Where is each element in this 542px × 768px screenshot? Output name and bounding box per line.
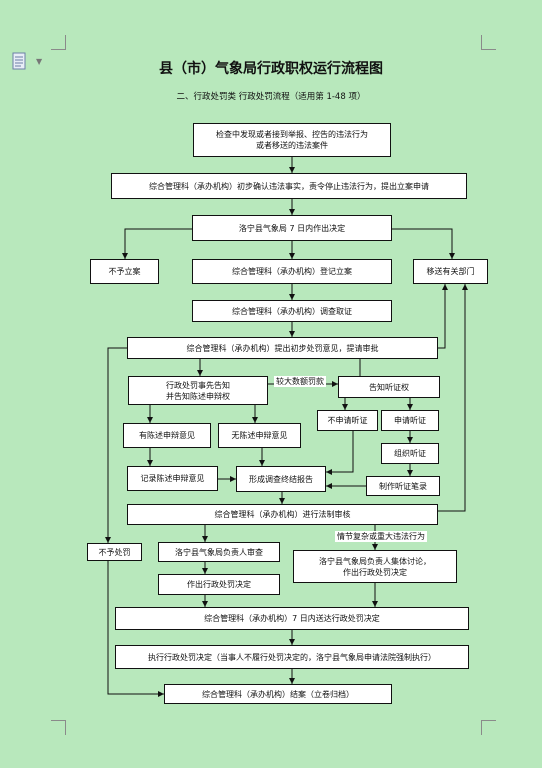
page-title: 县（市）气象局行政职权运行流程图 <box>159 61 383 77</box>
node-no-penalty: 不予处罚 <box>87 543 142 561</box>
node-legal-review: 综合管理科（承办机构）进行法制审核 <box>127 504 438 525</box>
edge-decide7-nofile <box>122 228 192 259</box>
node-no-hearing: 不申请听证 <box>317 410 378 431</box>
node-decide7: 洛宁县气象局 7 日内作出决定 <box>192 215 392 241</box>
node-register: 综合管理科（承办机构）登记立案 <box>192 259 392 284</box>
node-has-defense: 有陈述申辩意见 <box>123 423 211 448</box>
page-corner-mark-bottom-left <box>51 720 66 735</box>
page-subtitle: 二、行政处罚类 行政处罚流程（适用第 1-48 项） <box>176 92 366 102</box>
node-no-defense: 无陈述申辩意见 <box>218 423 301 448</box>
node-apply-hearing: 申请听证 <box>381 410 439 431</box>
edge-decide7-transfer <box>392 228 455 259</box>
edge-propose-transfer <box>438 284 448 349</box>
node-head-review: 洛宁县气象局负责人审查 <box>158 542 280 562</box>
node-no-file: 不予立案 <box>90 259 159 284</box>
node-start: 检查中发现或者接到举报、控告的违法行为 或者移送的违法案件 <box>193 123 391 157</box>
label-complex-case: 情节复杂或重大违法行为 <box>335 531 427 542</box>
edge-nopenalty-close <box>107 561 164 697</box>
node-close: 综合管理科（承办机构）结案（立卷归档） <box>164 684 392 704</box>
chevron-down-icon[interactable]: ▼ <box>36 57 43 66</box>
node-confirm: 综合管理科（承办机构）初步确认违法事实，责令停止违法行为，提出立案申请 <box>111 173 467 199</box>
edge-propose-nopenalty <box>105 347 127 543</box>
edge-nohearing-report <box>326 431 354 475</box>
node-report: 形成调查终结报告 <box>236 466 326 492</box>
node-propose: 综合管理科（承办机构）提出初步处罚意见，提请审批 <box>127 337 438 359</box>
label-large-fine: 较大数额罚款 <box>274 376 326 387</box>
node-make-decision: 作出行政处罚决定 <box>158 574 280 595</box>
node-transfer: 移送有关部门 <box>413 259 488 284</box>
edge-legalreview-transfer <box>438 284 468 512</box>
document-icon[interactable] <box>12 52 28 70</box>
node-hearing-record: 制作听证笔录 <box>366 476 440 496</box>
node-notify: 行政处罚事先告知 并告知陈述申辩权 <box>128 376 268 405</box>
node-record-defense: 记录陈述申辩意见 <box>127 466 218 491</box>
page-corner-mark-top-left <box>51 35 66 50</box>
node-investigate: 综合管理科（承办机构）调查取证 <box>192 300 392 322</box>
page-corner-mark-bottom-right <box>481 720 496 735</box>
node-hearing-notice: 告知听证权 <box>338 376 440 398</box>
node-collective: 洛宁县气象局负责人集体讨论， 作出行政处罚决定 <box>293 550 457 583</box>
node-execute: 执行行政处罚决定（当事人不履行处罚决定的，洛宁县气象局申请法院强制执行） <box>115 645 469 669</box>
page-corner-mark-top-right <box>481 35 496 50</box>
node-serve: 综合管理科（承办机构）7 日内送达行政处罚决定 <box>115 607 469 630</box>
node-organize-hearing: 组织听证 <box>381 443 439 464</box>
